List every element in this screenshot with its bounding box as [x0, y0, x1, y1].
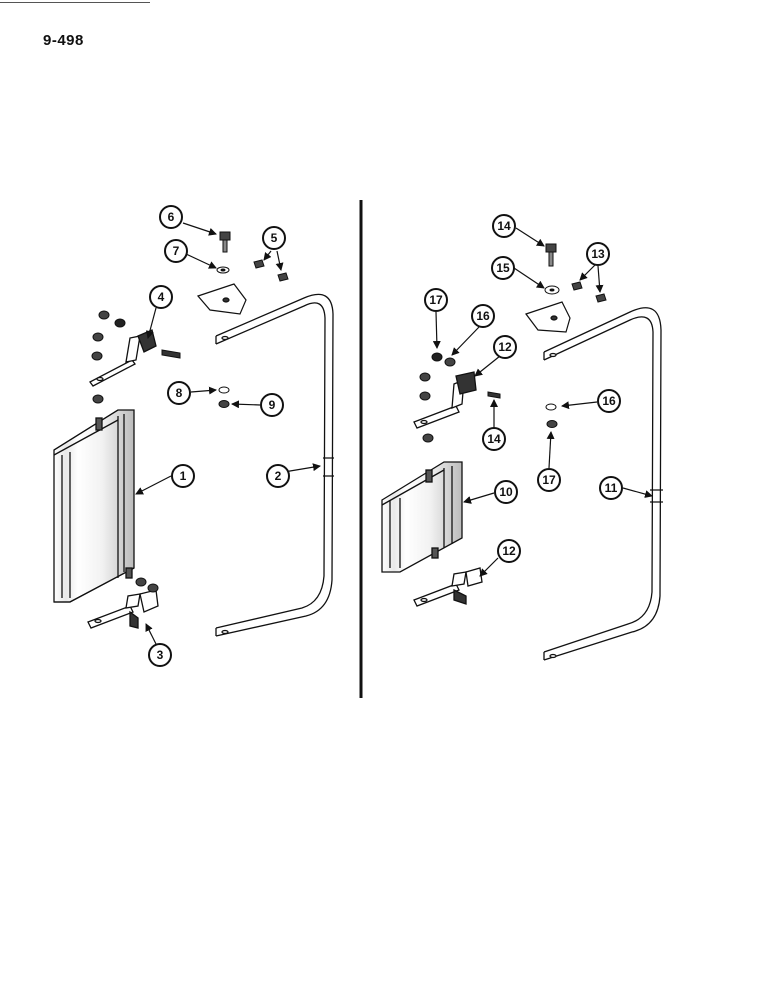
- svg-text:5: 5: [271, 231, 278, 245]
- callout-15: 15: [491, 256, 515, 280]
- callout-16-right: 16: [597, 389, 621, 413]
- callout-6: 6: [159, 205, 183, 229]
- upper-bracket-right: [413, 371, 477, 429]
- callout-5: 5: [262, 226, 286, 250]
- pivot-plate-left: [196, 283, 247, 315]
- svg-text:3: 3: [157, 648, 164, 662]
- callout-3: 3: [148, 643, 172, 667]
- lower-bracket-right: [413, 567, 483, 607]
- svg-text:16: 16: [476, 309, 490, 323]
- leader-lines: [135, 222, 653, 645]
- svg-text:8: 8: [176, 386, 183, 400]
- svg-text:13: 13: [591, 247, 605, 261]
- lower-bracket-left: [87, 589, 159, 629]
- nuts-lower-left: [135, 577, 159, 593]
- callout-17-right: 17: [537, 468, 561, 492]
- svg-text:2: 2: [275, 469, 282, 483]
- top-rule: [0, 2, 150, 3]
- callout-4: 4: [149, 285, 173, 309]
- svg-text:15: 15: [496, 261, 510, 275]
- callout-12-top: 12: [493, 335, 517, 359]
- callout-17-top: 17: [424, 288, 448, 312]
- callout-1: 1: [171, 464, 195, 488]
- svg-text:6: 6: [168, 210, 175, 224]
- svg-text:7: 7: [173, 244, 180, 258]
- svg-text:12: 12: [502, 544, 516, 558]
- svg-text:4: 4: [158, 290, 165, 304]
- callout-12-bottom: 12: [497, 539, 521, 563]
- nuts-upper-left: [91, 310, 181, 404]
- svg-text:10: 10: [499, 485, 513, 499]
- nuts-upper-right: [419, 352, 501, 443]
- svg-text:9: 9: [269, 398, 276, 412]
- mirror-head-right: [381, 461, 463, 573]
- mirror-head-left: [53, 409, 135, 603]
- callout-2: 2: [266, 464, 290, 488]
- callout-10: 10: [494, 480, 518, 504]
- callout-11: 11: [599, 476, 623, 500]
- hardware-right: [544, 243, 607, 428]
- svg-text:11: 11: [605, 481, 618, 495]
- callout-16-top: 16: [471, 304, 495, 328]
- svg-text:16: 16: [602, 394, 616, 408]
- callout-14-mid: 14: [482, 427, 506, 451]
- callout-9: 9: [260, 393, 284, 417]
- pivot-plate-right: [525, 301, 571, 333]
- mirror-arm-right: [543, 307, 663, 661]
- svg-text:14: 14: [487, 432, 501, 446]
- svg-text:17: 17: [542, 473, 556, 487]
- callout-8: 8: [167, 381, 191, 405]
- callout-7: 7: [164, 239, 188, 263]
- callout-13: 13: [586, 242, 610, 266]
- hardware-left: [216, 231, 289, 408]
- svg-text:12: 12: [498, 340, 512, 354]
- svg-text:17: 17: [429, 293, 443, 307]
- callout-14-top: 14: [492, 214, 516, 238]
- page-number: 9-498: [43, 32, 84, 49]
- svg-text:14: 14: [497, 219, 511, 233]
- svg-text:1: 1: [180, 469, 187, 483]
- mirror-arm-left: [215, 293, 334, 637]
